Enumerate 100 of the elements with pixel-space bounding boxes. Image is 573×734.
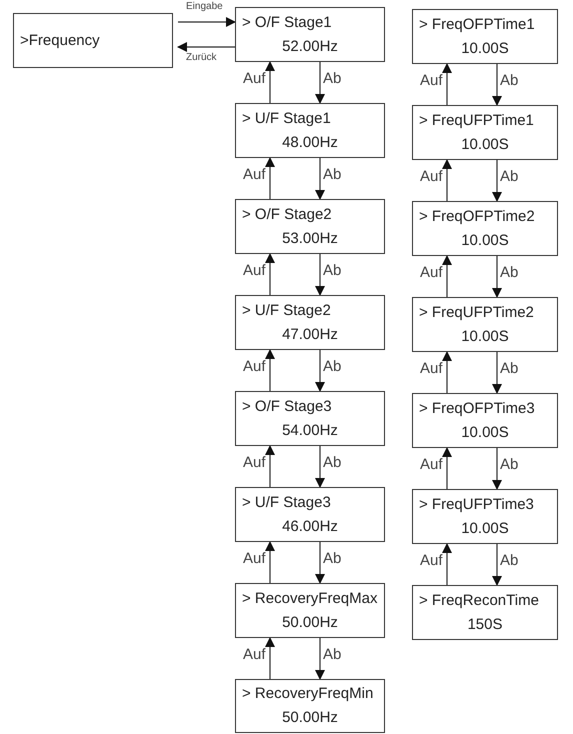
menu-box	[412, 105, 558, 160]
edge-label: Ab	[500, 168, 518, 184]
menu-item-value: 10.00S	[461, 326, 509, 346]
edge-label: Ab	[323, 70, 342, 86]
menu-box	[235, 487, 385, 542]
arrow	[442, 351, 452, 393]
arrow	[315, 158, 325, 200]
arrow	[492, 448, 502, 490]
menu-box	[235, 679, 385, 733]
menu-item-label: > O/F Stage1	[242, 12, 332, 32]
menu-item-value: 52.00Hz	[282, 36, 338, 56]
arrow	[265, 445, 275, 487]
menu-box	[235, 199, 385, 254]
menu-item-label: > FreqOFPTime1	[419, 14, 535, 34]
arrow	[315, 542, 325, 584]
menu-item-label: > U/F Stage2	[242, 300, 331, 320]
arrow	[442, 447, 452, 489]
menu-item-label: > RecoveryFreqMin	[242, 684, 374, 704]
menu-item-label: > O/F Stage3	[242, 396, 332, 416]
menu-item-label: > FreqOFPTime3	[419, 398, 535, 418]
edge-label: Auf	[420, 264, 443, 280]
arrow	[492, 64, 502, 106]
edge-label: Ab	[323, 454, 342, 470]
edge-label: Auf	[243, 166, 266, 182]
edge-label: Ab	[500, 360, 518, 376]
menu-item-value: 50.00Hz	[282, 612, 338, 632]
arrow	[265, 637, 275, 679]
edge-label: Auf	[243, 358, 266, 374]
menu-item-value: 150S	[467, 614, 503, 634]
arrow	[442, 63, 452, 105]
menu-item-value: 50.00Hz	[282, 708, 338, 728]
edge-label: Ab	[323, 358, 342, 374]
arrow	[265, 61, 275, 103]
menu-item-label: > FreqOFPTime2	[419, 206, 535, 226]
menu-item-label: > FreqUFPTime1	[419, 110, 534, 130]
arrow	[442, 543, 452, 585]
edge-label: Ab	[500, 552, 518, 568]
arrow	[178, 17, 236, 27]
edge-label: Ab	[500, 72, 518, 88]
menu-box	[412, 393, 558, 448]
menu-item-label: > O/F Stage2	[242, 204, 332, 224]
menu-item-value: 10.00S	[461, 230, 509, 250]
menu-box	[235, 7, 385, 62]
edge-label: Auf	[243, 454, 266, 470]
edge-label: Ab	[323, 262, 342, 278]
edge-label: Auf	[420, 168, 443, 184]
arrow	[442, 255, 452, 297]
edge-label: Auf	[243, 70, 266, 86]
edge-label: Auf	[243, 550, 266, 566]
arrow	[492, 160, 502, 202]
edge-label: Zurück	[186, 53, 217, 63]
menu-item-label: > U/F Stage3	[242, 492, 331, 512]
edge-label: Ab	[323, 646, 342, 662]
menu-box	[412, 297, 558, 352]
edge-label: Ab	[323, 550, 342, 566]
menu-item-value: 10.00S	[461, 134, 509, 154]
arrow	[315, 62, 325, 104]
arrow	[315, 638, 325, 680]
arrow	[315, 350, 325, 392]
edge-label: Eingabe	[186, 2, 223, 12]
edge-label: Auf	[243, 646, 266, 662]
edge-label: Auf	[420, 360, 443, 376]
menu-item-value: 53.00Hz	[282, 228, 338, 248]
menu-box	[13, 13, 173, 68]
edge-label: Ab	[323, 166, 342, 182]
menu-item-value: 46.00Hz	[282, 516, 338, 536]
edge-label: Auf	[420, 72, 443, 88]
arrow	[315, 254, 325, 296]
menu-item-value: 47.00Hz	[282, 324, 338, 344]
menu-item-label: > FreqUFPTime2	[419, 302, 534, 322]
menu-box	[235, 583, 385, 638]
menu-box	[412, 201, 558, 256]
arrow	[315, 446, 325, 488]
menu-item-label: > FreqReconTime	[419, 590, 539, 610]
arrow	[442, 159, 452, 201]
menu-item-label: >Frequency	[20, 30, 100, 50]
edge-label: Auf	[420, 552, 443, 568]
menu-item-value: 10.00S	[461, 38, 509, 58]
arrow	[265, 157, 275, 199]
menu-box	[412, 9, 558, 64]
arrow	[265, 349, 275, 391]
edge-label: Ab	[500, 456, 518, 472]
menu-box	[412, 585, 558, 640]
arrow	[492, 352, 502, 394]
menu-box	[412, 489, 558, 544]
menu-item-label: > RecoveryFreqMax	[242, 588, 378, 608]
edge-label: Auf	[420, 456, 443, 472]
menu-item-value: 10.00S	[461, 422, 509, 442]
menu-item-value: 10.00S	[461, 518, 509, 538]
menu-item-label: > FreqUFPTime3	[419, 494, 534, 514]
arrow	[265, 253, 275, 295]
menu-item-label: > U/F Stage1	[242, 108, 331, 128]
menu-item-value: 48.00Hz	[282, 132, 338, 152]
arrow	[492, 256, 502, 298]
edge-label: Auf	[243, 262, 266, 278]
menu-item-value: 54.00Hz	[282, 420, 338, 440]
arrow	[265, 541, 275, 583]
menu-box	[235, 391, 385, 446]
menu-box	[235, 295, 385, 350]
menu-box	[235, 103, 385, 158]
